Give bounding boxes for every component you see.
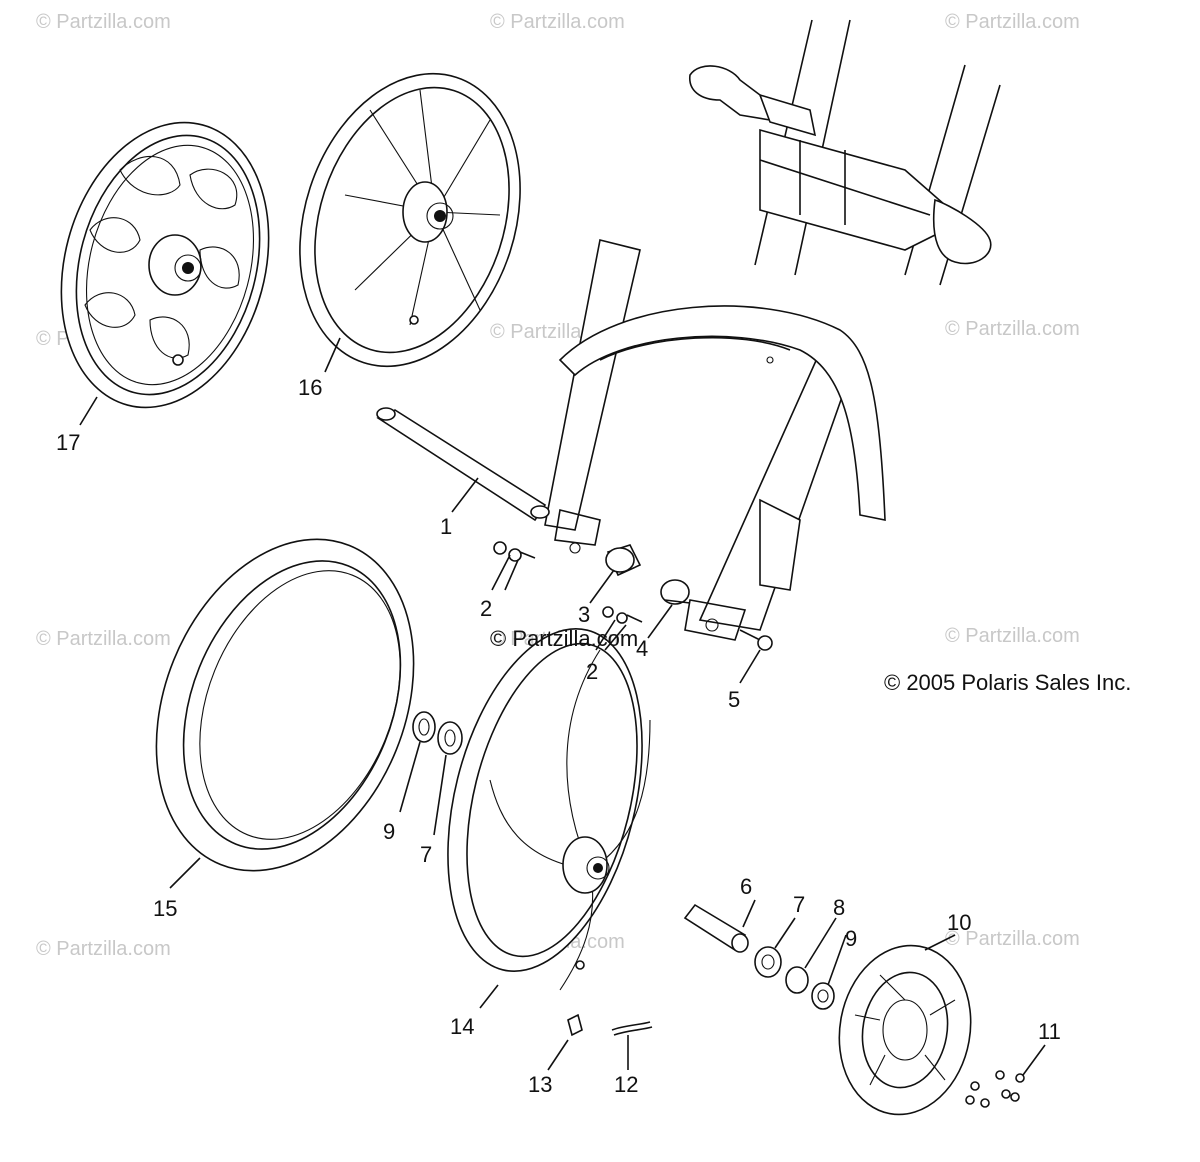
part-13-valve-stem xyxy=(567,1013,583,1037)
watermark: © Partzilla.com xyxy=(945,928,1080,950)
leader-lines xyxy=(79,337,1046,1076)
watermark: © Partzilla.com xyxy=(36,938,171,960)
wheel-17 xyxy=(60,121,270,409)
watermark: © Partzilla.com xyxy=(945,625,1080,647)
callout-10: 10 xyxy=(947,910,971,935)
part-3-spacer xyxy=(605,544,642,577)
part-2-pinch-bolts xyxy=(493,541,643,624)
part-5-bolt xyxy=(739,629,773,651)
part-6-spacer xyxy=(683,903,749,953)
part-1-axle xyxy=(376,407,550,522)
part-4-spacer xyxy=(660,579,691,605)
callout-16: 16 xyxy=(298,375,322,400)
callout-11: 11 xyxy=(1038,1019,1061,1044)
wheel-14 xyxy=(447,628,651,991)
part-10-brake-disc xyxy=(838,944,972,1116)
callout-5: 5 xyxy=(728,687,740,712)
callout-15: 15 xyxy=(153,896,177,921)
callout-2: 2 xyxy=(586,659,598,684)
center-watermark: © Partzilla.com xyxy=(490,626,638,651)
part-7-bearing-lower xyxy=(754,946,782,978)
part-12-wheel-weight xyxy=(611,1021,653,1036)
callout-7: 7 xyxy=(420,842,432,867)
callout-14: 14 xyxy=(450,1014,474,1039)
callout-13: 13 xyxy=(528,1072,552,1097)
callout-6: 6 xyxy=(740,874,752,899)
watermark: © Partzilla.com xyxy=(36,11,171,33)
part-7-bearing-upper xyxy=(437,721,463,755)
callout-7: 7 xyxy=(793,892,805,917)
callout-12: 12 xyxy=(614,1072,638,1097)
watermark: © Partzilla.com xyxy=(945,318,1080,340)
callout-17: 17 xyxy=(56,430,80,455)
tire-15 xyxy=(155,538,415,872)
copyright-notice: © 2005 Polaris Sales Inc. xyxy=(884,670,1131,695)
callout-3: 3 xyxy=(578,602,590,627)
callout-8: 8 xyxy=(833,895,845,920)
callout-4: 4 xyxy=(636,636,648,661)
watermark: © Partzilla.com xyxy=(36,628,171,650)
wheel-16 xyxy=(299,72,521,368)
part-9-seal-upper xyxy=(412,711,436,743)
front-fork-assembly xyxy=(544,19,1001,641)
callout-9: 9 xyxy=(383,819,395,844)
watermark: © Partzilla.com xyxy=(490,11,625,33)
callout-1: 1 xyxy=(440,514,452,539)
watermark: © Partzilla.com xyxy=(945,11,1080,33)
callout-2: 2 xyxy=(480,596,492,621)
callout-labels: 1 2 2 3 4 5 6 7 7 8 9 9 10 11 12 13 14 1… xyxy=(56,375,1061,1097)
callout-9: 9 xyxy=(845,926,857,951)
part-8-snap-ring xyxy=(785,966,809,994)
part-11-disc-bolts xyxy=(965,1070,1025,1108)
part-9-seal-lower xyxy=(811,982,835,1010)
